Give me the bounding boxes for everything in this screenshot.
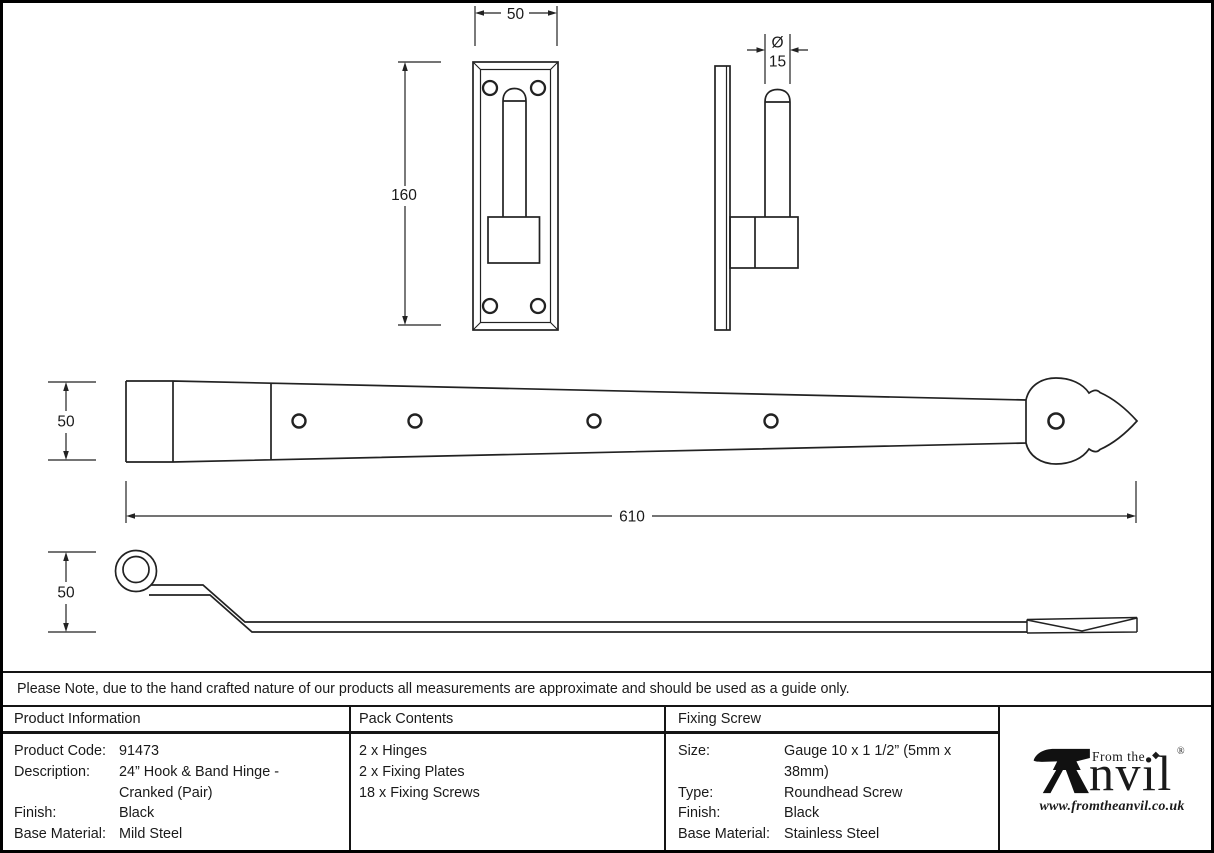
dim-pin-diameter: Ø 15 (747, 34, 808, 84)
table-row: Finish: Black (678, 803, 992, 824)
dimension-label-band-length: 610 (619, 509, 645, 526)
screw-holes (481, 79, 547, 315)
pack-contents-header: Pack Contents (351, 707, 664, 734)
screw-finish-value: Black (784, 805, 820, 822)
dim-plate-width: 50 (474, 6, 558, 46)
dimension-label-diameter-symbol: Ø (771, 35, 783, 52)
table-row: Finish: Black (14, 803, 339, 824)
note-row: Please Note, due to the hand crafted nat… (0, 671, 1214, 705)
band-screw-holes (291, 413, 779, 429)
info-table: Product Information Product Code: 91473 … (0, 705, 1214, 853)
dimension-label-plate-width: 50 (507, 6, 525, 23)
hinge-eye-inner (122, 555, 150, 584)
dim-band-length: 610 (125, 481, 1137, 526)
band-front-view (125, 377, 1139, 465)
list-item: 2 x Hinges (359, 743, 427, 759)
hinge-eye-outer (114, 549, 158, 593)
hook-pin-side (764, 88, 791, 217)
list-item: 2 x Fixing Plates (359, 763, 465, 780)
pack-contents-section: Pack Contents 2 x Hinges 2 x Fixing Plat… (351, 707, 666, 853)
fixing-screw-section: Fixing Screw Size: Gauge 10 x 1 1/2” (5m… (666, 707, 1000, 853)
pin-block-front (487, 216, 541, 264)
pin-block-side (729, 216, 799, 269)
screw-type-value: Roundhead Screw (784, 784, 903, 801)
registered-trademark-symbol: ® (1177, 746, 1185, 757)
plate-side-view (714, 65, 799, 331)
dimension-label-band-height: 50 (57, 414, 75, 431)
logo-brand-text: nvil (1089, 745, 1173, 801)
table-row: Type: Roundhead Screw (678, 783, 992, 804)
dim-crank-height: 50 (48, 551, 96, 633)
dim-band-height: 50 (48, 381, 96, 461)
brand-logo-cell: From the nvil ◆ ® www.fromtheanvil.co.uk (1000, 707, 1214, 853)
logo-tagline: From the (1092, 749, 1146, 764)
product-code-value: 91473 (119, 743, 160, 759)
spade-end (1025, 377, 1139, 465)
diamond-tittle-icon: ◆ (1152, 750, 1160, 761)
spade-end-side (1026, 616, 1138, 634)
screw-base-material-value: Stainless Steel (784, 826, 880, 843)
dimension-label-pin-diameter: 15 (769, 54, 786, 71)
dimension-label-crank-height: 50 (57, 585, 75, 602)
spade-screw-hole (1047, 412, 1065, 430)
table-row: Base Material: Stainless Steel (678, 824, 992, 845)
product-information-section: Product Information Product Code: 91473 … (0, 707, 351, 853)
table-row: Description: 24” Hook & Band Hinge - Cra… (14, 762, 339, 804)
band-side-view (114, 549, 1138, 634)
description-value: 24” Hook & Band Hinge - Cranked (Pair) (119, 763, 279, 801)
from-the-anvil-logo: From the nvil ◆ ® www.fromtheanvil.co.uk (1030, 745, 1194, 829)
fixing-screw-header: Fixing Screw (666, 707, 998, 734)
dimension-label-plate-height: 160 (391, 187, 417, 204)
note-text: Please Note, due to the hand crafted nat… (17, 681, 850, 697)
dim-plate-height: 160 (391, 61, 441, 326)
table-row: Product Code: 91473 (14, 741, 339, 762)
base-material-value: Mild Steel (119, 826, 183, 843)
finish-value: Black (119, 805, 155, 822)
list-item: 18 x Fixing Screws (359, 784, 480, 801)
table-row: Size: Gauge 10 x 1 1/2” (5mm x 38mm) (678, 741, 992, 783)
logo-website: www.fromtheanvil.co.uk (1039, 799, 1185, 814)
product-information-header: Product Information (0, 707, 349, 734)
screw-size-value: Gauge 10 x 1 1/2” (5mm x 38mm) (784, 743, 952, 780)
anvil-icon (1033, 748, 1090, 794)
plate-front-view (472, 61, 559, 331)
hook-pin-front (502, 87, 527, 217)
table-row: Base Material: Mild Steel (14, 824, 339, 845)
